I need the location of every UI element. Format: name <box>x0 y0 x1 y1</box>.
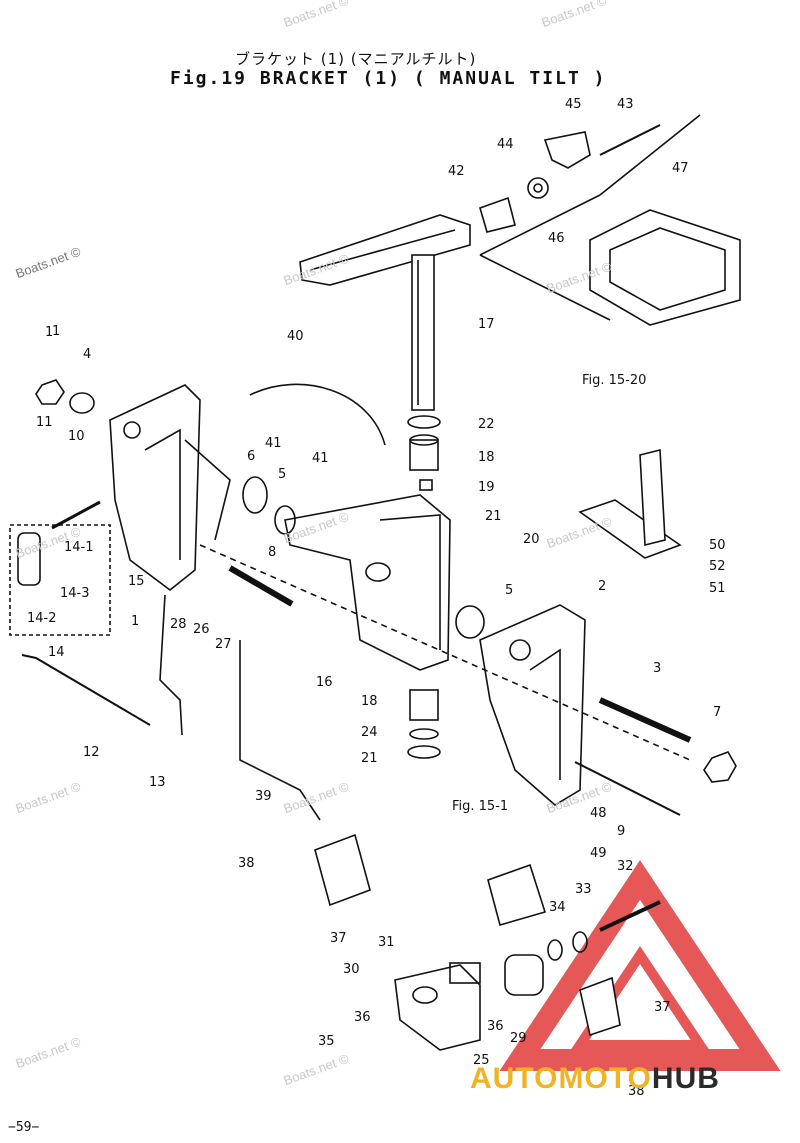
callout: 14-3 <box>60 586 90 601</box>
callout: 16 <box>316 675 333 690</box>
callout: 41 <box>312 451 329 466</box>
callout: 33 <box>575 882 592 897</box>
callout: 52 <box>709 559 726 574</box>
callout: 45 <box>565 97 582 112</box>
title-english: Fig.19 BRACKET (1) ( MANUAL TILT ) <box>170 68 607 89</box>
figure-ref: Fig. 15-20 <box>582 373 646 388</box>
callout: 11 <box>36 415 53 430</box>
callout: 17 <box>478 317 495 332</box>
callout: 36 <box>487 1019 504 1034</box>
brand-logo-text: AUTOMOTOHUB <box>470 1062 720 1096</box>
callout: 31 <box>378 935 395 950</box>
callout: 3 <box>653 661 661 676</box>
callout: 38 <box>238 856 255 871</box>
callout: 9 <box>617 824 625 839</box>
callout: 5 <box>278 467 286 482</box>
brand-part2: HUB <box>651 1062 720 1095</box>
callout: 2 <box>598 579 606 594</box>
callout: 40 <box>287 329 304 344</box>
callout: 51 <box>709 581 726 596</box>
callout: 36 <box>354 1010 371 1025</box>
callout: 41 <box>265 436 282 451</box>
callout: 7 <box>713 705 721 720</box>
callout: 30 <box>343 962 360 977</box>
callout: 15 <box>128 574 145 589</box>
callout: 1 <box>45 325 53 340</box>
callout: 12 <box>83 745 100 760</box>
brand-part1: AUTOMOTO <box>470 1062 652 1095</box>
callout: 50 <box>709 538 726 553</box>
callout: 1 <box>52 324 60 339</box>
callout: 48 <box>590 806 607 821</box>
callout: 47 <box>672 161 689 176</box>
callout: 49 <box>590 846 607 861</box>
figure-ref: Fig. 15-1 <box>452 799 508 814</box>
callout: 44 <box>497 137 514 152</box>
callout: 18 <box>478 450 495 465</box>
callout: 29 <box>510 1031 527 1046</box>
callout: 14-2 <box>27 611 57 626</box>
callout: 28 <box>170 617 187 632</box>
callout: 21 <box>485 509 502 524</box>
callout-labels: 1 1 45 43 44 42 47 46 17 40 4 41 41 22 1… <box>27 97 726 1099</box>
title-japanese: ブラケット (1) (マニアルチルト) <box>235 50 477 68</box>
callout: 5 <box>505 583 513 598</box>
callout: 34 <box>549 900 566 915</box>
callout: 19 <box>478 480 495 495</box>
callout: 13 <box>149 775 166 790</box>
callout: 24 <box>361 725 378 740</box>
callout: 14 <box>48 645 65 660</box>
callout: 10 <box>68 429 85 444</box>
callout: 25 <box>473 1053 490 1068</box>
callout: 38 <box>628 1084 645 1099</box>
callout: 20 <box>523 532 540 547</box>
callout: 6 <box>247 449 255 464</box>
callout: 46 <box>548 231 565 246</box>
callout: 14-1 <box>64 540 94 555</box>
callout: 35 <box>318 1034 335 1049</box>
callout: 37 <box>330 931 347 946</box>
callout: 4 <box>83 347 91 362</box>
callout: 26 <box>193 622 210 637</box>
callout: 43 <box>617 97 634 112</box>
page-number: −59− <box>8 1120 40 1135</box>
callout: 37 <box>654 1000 671 1015</box>
callout: 42 <box>448 164 465 179</box>
callout: 1 <box>131 614 139 629</box>
callout: 32 <box>617 859 634 874</box>
callout: 22 <box>478 417 495 432</box>
callout: 21 <box>361 751 378 766</box>
callout: 27 <box>215 637 232 652</box>
callout: 39 <box>255 789 272 804</box>
callout: 18 <box>361 694 378 709</box>
callout: 8 <box>268 545 276 560</box>
